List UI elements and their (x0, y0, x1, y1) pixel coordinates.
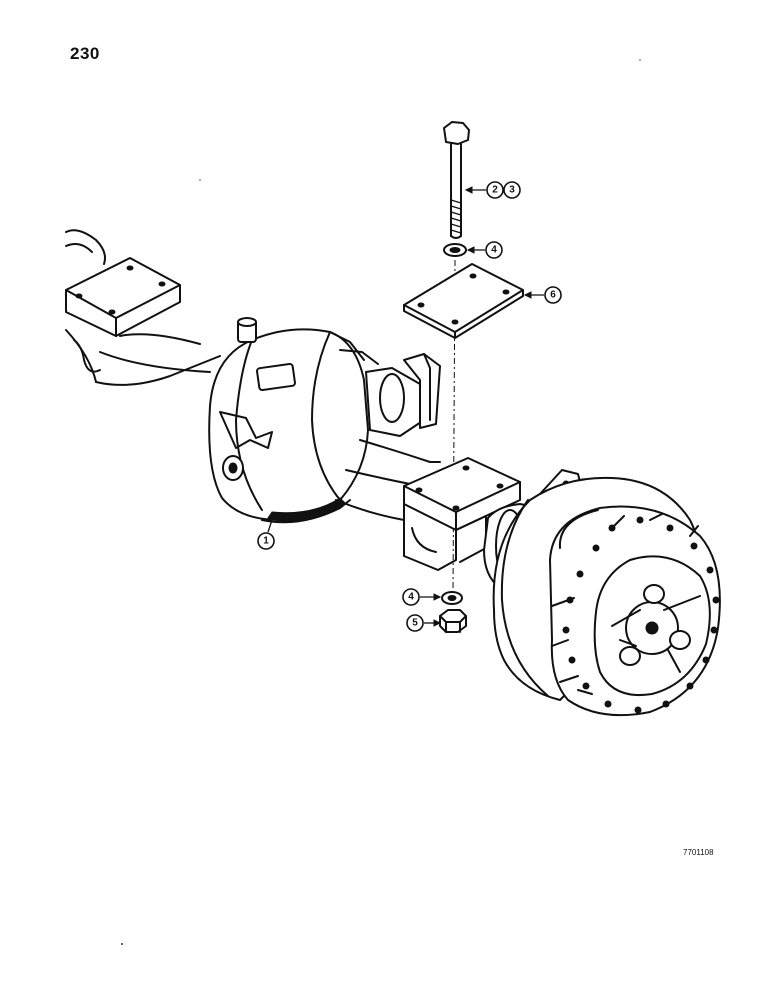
callout-label: 5 (412, 618, 418, 629)
callout-label: 1 (263, 536, 269, 547)
nut (439, 609, 467, 633)
assembly-center-line (452, 259, 456, 591)
scan-speck (199, 179, 201, 181)
right-axle-tube (335, 439, 521, 571)
page-number: 230 (70, 44, 100, 63)
wheel-hub (483, 469, 721, 717)
bolt (443, 121, 470, 239)
callout-4-bottom: 4 (402, 588, 442, 606)
callout-4-top: 4 (466, 241, 503, 259)
callout-2-3: 2 3 (464, 181, 521, 199)
washer-bottom (441, 591, 463, 605)
callout-6: 6 (523, 286, 562, 304)
hub-studs (551, 513, 720, 714)
callout-label: 2 (492, 185, 498, 196)
pinion-yoke (365, 353, 441, 437)
left-axle-arm (65, 229, 221, 386)
scan-speck (121, 943, 123, 945)
callout-1: 1 (257, 512, 277, 550)
differential-housing (208, 317, 379, 524)
callout-label: 4 (408, 592, 414, 603)
callout-label: 4 (491, 245, 497, 256)
callout-label: 3 (509, 185, 515, 196)
callout-5: 5 (406, 614, 442, 632)
callout-label: 6 (550, 290, 556, 301)
scan-speck (639, 59, 641, 61)
mounting-plate (403, 263, 524, 339)
washer-top (443, 243, 467, 257)
figure-id: 7701108 (683, 848, 714, 857)
